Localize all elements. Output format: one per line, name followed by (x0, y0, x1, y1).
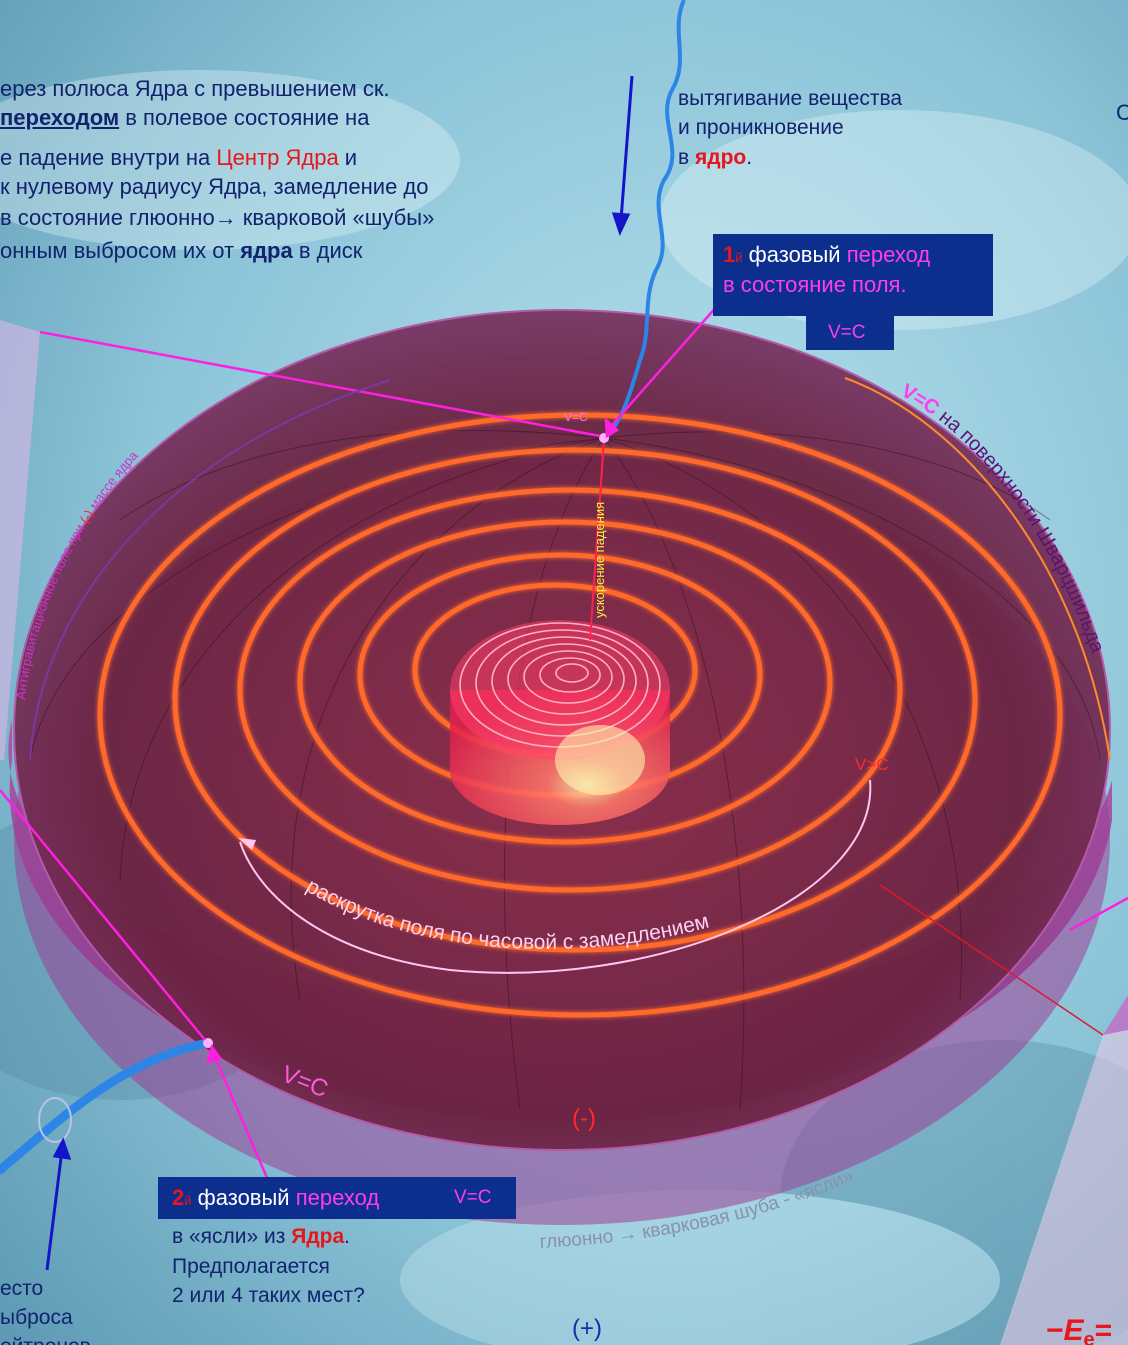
cone-line (39, 330, 601, 438)
right-pointer (1069, 896, 1128, 932)
intro-line-6: онным выбросом их от ядра в диск (0, 238, 363, 263)
right-wedge (1103, 995, 1128, 1035)
inflow-line-1: вытягивание вещества (678, 87, 903, 110)
phase2-line-1: в «ясли» из Ядра. (172, 1225, 351, 1248)
fall-line (589, 439, 605, 641)
intro-line-3: е падение внутри на Центр Ядра и (0, 145, 358, 170)
neutron-line-1: есто (0, 1277, 44, 1300)
spiral-rings (97, 412, 1063, 1018)
phase1-vc: V=C (828, 322, 866, 343)
phase1-title: 1й фазовый переход (723, 242, 931, 267)
red-leader (879, 884, 1104, 1036)
plus-label: (+) (572, 1315, 602, 1342)
antigravity-cone (0, 320, 40, 760)
formula-panel (1000, 1030, 1128, 1345)
phase2-pointer (206, 1044, 270, 1181)
core (450, 620, 670, 825)
phase2-line-3: 2 или 4 таких мест? (172, 1284, 365, 1307)
dome-outline (13, 309, 1111, 1151)
bottom-jet (0, 1038, 213, 1175)
spin-arc (239, 779, 872, 974)
intro-line-1: ерез полюса Ядра с превышением ск. (0, 76, 390, 101)
pole-vc-label: V=C (564, 410, 588, 424)
top-jet (604, 0, 686, 440)
intro-line-2: переходом в полевое состояние на (0, 105, 370, 130)
intro-line-4: к нулевому радиусу Ядра, замедление до (0, 174, 429, 199)
inflow-line-3: в ядро. (678, 146, 753, 169)
edge-letter: С (1116, 100, 1128, 125)
antigrav-edge (29, 379, 391, 761)
phase1-vc-box: V=C (806, 316, 894, 350)
neutron-arrow (45, 1137, 72, 1271)
phase1-pointer (604, 304, 719, 439)
acceleration-label: ускорение падения (592, 502, 607, 618)
phase1-subtitle: в состояние поля. (723, 272, 907, 297)
phase2-line-2: Предполагается (172, 1255, 330, 1278)
inflow-line-2: и проникновение (678, 116, 844, 139)
phase2-title: 2й фазовый переход (172, 1185, 380, 1210)
phase1-box: 1й фазовый переход в состояние поля. (713, 234, 993, 316)
phase2-box: 2й фазовый переход V=C (158, 1177, 516, 1219)
neutron-line-2: ыброса (0, 1306, 73, 1329)
schwarzschild-edge (844, 377, 1111, 761)
spin-arrowhead (238, 838, 256, 850)
inflow-arrow (611, 75, 634, 237)
rim-point (203, 1038, 213, 1048)
intro-line-5: в состояние глюонно→ кварковой «шубы» (0, 205, 435, 230)
left-pointer (0, 789, 206, 1041)
formula-label: −Ee= (1046, 1314, 1112, 1345)
superluminal-label: V>C (855, 755, 889, 774)
neutron-line-3: ейтронов (0, 1332, 91, 1345)
neutron-ring (38, 1097, 72, 1143)
phase2-vc: V=C (454, 1187, 492, 1208)
minus-label: (-) (572, 1105, 596, 1132)
